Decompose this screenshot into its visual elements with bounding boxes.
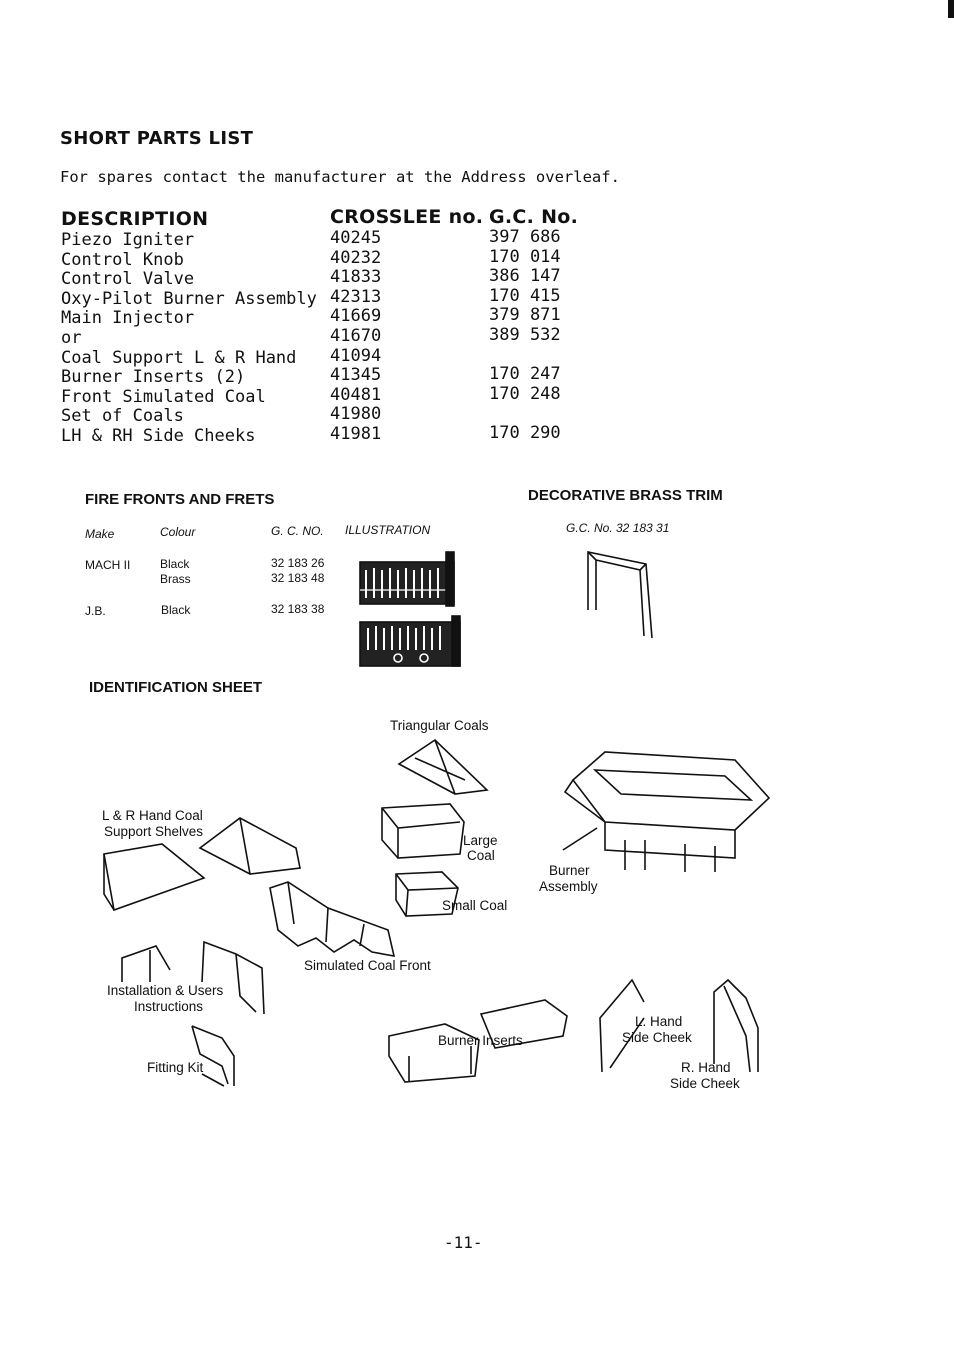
label-triangular-coals: Triangular Coals: [390, 718, 489, 733]
label-large-coal-2: Coal: [467, 848, 495, 863]
brass-trim-gc: G.C. No. 32 183 31: [566, 521, 670, 535]
small-coal-illustration: [395, 871, 459, 917]
page-number: -11-: [444, 1233, 483, 1252]
gc-number: 397 686: [489, 227, 561, 247]
installation-instructions-illustration: [121, 940, 265, 1015]
gc-number: 170 247: [489, 364, 561, 385]
crosslee-number: 41981: [330, 423, 382, 444]
burner-inserts-illustration: [388, 999, 568, 1083]
crosslee-number: 41345: [330, 365, 382, 386]
gc-number: 389 532: [489, 324, 561, 345]
part-description: Control Knob: [61, 249, 184, 270]
fret-gc: 32 183 26: [271, 556, 325, 570]
page-edge-mark: [948, 0, 954, 18]
simulated-coal-front-illustration: [269, 881, 396, 958]
triangular-coals-illustration: [397, 738, 489, 795]
gc-number: 170 415: [489, 285, 561, 306]
label-l-cheek-1: L. Hand: [635, 1014, 683, 1029]
label-burner-assembly-1: Burner: [549, 863, 590, 878]
label-small-coal: Small Coal: [442, 898, 508, 913]
mach-ii-fret-illustration: [359, 551, 455, 607]
intro-text: For spares contact the manufacturer at t…: [60, 168, 620, 186]
crosslee-number: 42313: [330, 286, 382, 307]
gc-number: 170 290: [489, 422, 561, 443]
crosslee-number: 40481: [330, 384, 382, 405]
fret-colour: Black: [160, 557, 190, 571]
identification-title: IDENTIFICATION SHEET: [89, 679, 263, 696]
col-header-gc: G.C. No.: [489, 206, 579, 228]
part-description: Piezo Igniter: [61, 230, 195, 250]
gc-column: 397 686 170 014 386 147 170 415 379 871 …: [489, 227, 561, 444]
crosslee-number: 40232: [330, 247, 382, 268]
fret-gc: 32 183 38: [271, 602, 325, 616]
gc-number: [489, 346, 561, 366]
label-l-cheek-2: Side Cheek: [622, 1030, 692, 1045]
page-heading: SHORT PARTS LIST: [60, 128, 254, 149]
crosslee-column: 40245 40232 41833 42313 41669 41670 4109…: [330, 228, 382, 445]
label-burner-inserts: Burner Inserts: [438, 1033, 523, 1048]
gc-number: 379 871: [489, 305, 561, 326]
burner-assembly-illustration: [562, 751, 771, 872]
label-burner-assembly-2: Assembly: [539, 879, 598, 894]
part-description: Set of Coals: [61, 406, 184, 427]
crosslee-number: 41980: [330, 404, 382, 425]
part-description: Front Simulated Coal: [61, 386, 266, 407]
label-coal-support-1: L & R Hand Coal: [102, 808, 203, 823]
label-installation-2: Instructions: [134, 999, 204, 1014]
fitting-kit-illustration: [191, 1025, 235, 1087]
coal-support-shelves-illustration: [103, 817, 301, 912]
label-installation-1: Installation & Users: [107, 983, 224, 998]
gc-number: 170 014: [489, 246, 561, 267]
label-r-cheek-1: R. Hand: [681, 1060, 731, 1075]
label-fitting-kit: Fitting Kit: [147, 1060, 204, 1075]
header-make: Make: [85, 527, 115, 541]
part-description: Coal Support L & R Hand: [61, 347, 297, 368]
crosslee-number: 41669: [330, 306, 382, 327]
description-column: Piezo Igniter Control Knob Control Valve…: [61, 230, 317, 447]
gc-number: 170 248: [489, 383, 561, 404]
label-large-coal-1: Large: [463, 833, 498, 848]
label-simulated-coal-front: Simulated Coal Front: [304, 958, 431, 973]
fret-make: MACH II: [85, 558, 131, 572]
part-description: Burner Inserts (2): [61, 367, 246, 388]
jb-fret-illustration: [359, 615, 461, 667]
large-coal-illustration: [381, 803, 465, 859]
header-colour: Colour: [160, 525, 196, 539]
fret-gc: 32 183 48: [271, 571, 325, 585]
brass-trim-illustration: [587, 551, 653, 639]
fret-colour: Black: [161, 603, 191, 617]
header-gc: G. C. NO.: [271, 524, 324, 538]
crosslee-number: 41670: [330, 325, 382, 346]
side-cheeks-illustration: [599, 978, 759, 1073]
part-description: Main Injector: [61, 308, 195, 329]
fret-make: J.B.: [85, 604, 106, 618]
part-description: Control Valve: [61, 269, 195, 290]
gc-number: 386 147: [489, 266, 561, 287]
crosslee-number: 41094: [330, 345, 382, 366]
label-r-cheek-2: Side Cheek: [670, 1076, 740, 1091]
label-coal-support-2: Support Shelves: [104, 824, 204, 839]
gc-number: [489, 404, 561, 424]
part-description: LH & RH Side Cheeks: [61, 425, 256, 446]
fire-fronts-title: FIRE FRONTS AND FRETS: [85, 491, 275, 508]
brass-trim-title: DECORATIVE BRASS TRIM: [528, 487, 723, 504]
col-header-crosslee: CROSSLEE no.: [330, 206, 484, 228]
fret-colour: Brass: [160, 572, 191, 586]
header-illustration: ILLUSTRATION: [345, 523, 431, 537]
crosslee-number: 40245: [330, 228, 382, 248]
part-description: Oxy-Pilot Burner Assembly: [61, 288, 317, 309]
crosslee-number: 41833: [330, 267, 382, 288]
col-header-description: DESCRIPTION: [61, 208, 209, 230]
part-description: or: [61, 327, 82, 348]
